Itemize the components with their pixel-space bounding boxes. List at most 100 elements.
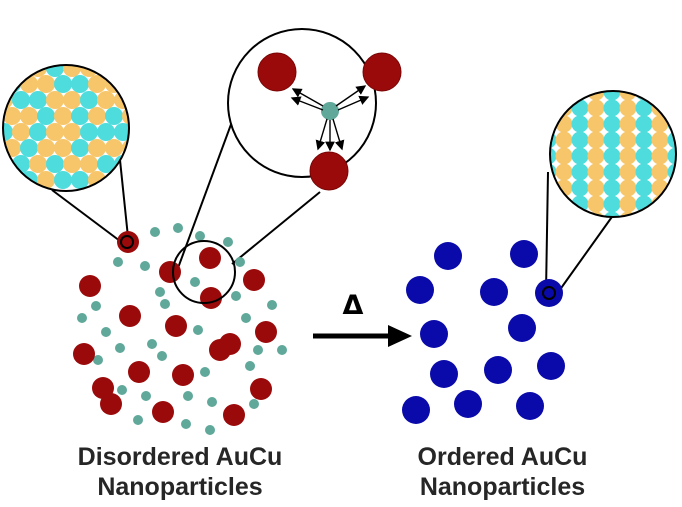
disordered-particle — [199, 247, 221, 269]
gold-atom — [651, 195, 669, 213]
gold-atom — [88, 139, 106, 157]
copper-atom — [667, 147, 676, 165]
gold-atom — [555, 163, 573, 181]
copper-atom — [80, 91, 98, 109]
ordered-particle — [434, 242, 462, 270]
disordered-caption: Disordered AuCu Nanoparticles — [40, 442, 320, 502]
copper-atom — [46, 65, 64, 77]
copper-atom — [667, 115, 676, 133]
copper-atom — [635, 179, 653, 197]
gold-atom — [122, 171, 129, 189]
copper-atom — [603, 131, 621, 149]
small-atom — [195, 231, 205, 241]
copper-atom — [12, 65, 30, 77]
disordered-particle — [119, 305, 141, 327]
gold-atom — [555, 131, 573, 149]
small-atom — [147, 339, 157, 349]
small-atom — [253, 345, 263, 355]
copper-atom — [667, 195, 676, 213]
copper-atom — [603, 147, 621, 165]
disordered-particle — [243, 269, 265, 291]
small-atom — [141, 391, 151, 401]
ordered-lattice-inset — [549, 90, 677, 218]
gold-atom — [37, 139, 55, 157]
small-atom — [231, 291, 241, 301]
gold-atom — [619, 147, 637, 165]
copper-atom — [667, 91, 676, 101]
ordered-particle — [484, 356, 512, 384]
copper-atom — [97, 123, 115, 141]
copper-atom — [635, 147, 653, 165]
copper-atom — [635, 91, 653, 101]
gold-atom — [114, 65, 129, 77]
small-atom — [93, 355, 103, 365]
gold-atom — [29, 155, 47, 173]
small-atom — [241, 313, 251, 323]
disordered-particle — [128, 361, 150, 383]
gold-atom — [619, 179, 637, 197]
copper-atom — [571, 131, 589, 149]
large-particle-bottom — [309, 151, 349, 191]
copper-atom — [71, 171, 89, 189]
copper-atom — [635, 211, 653, 217]
small-atom — [101, 327, 111, 337]
copper-atom — [20, 139, 38, 157]
small-atom — [205, 425, 215, 435]
copper-atom — [635, 131, 653, 149]
gold-atom — [587, 195, 605, 213]
copper-atom — [550, 99, 557, 117]
copper-atom — [667, 131, 676, 149]
gold-atom — [88, 75, 106, 93]
gold-atom — [619, 115, 637, 133]
disordered-particle — [255, 321, 277, 343]
gold-atom — [555, 147, 573, 165]
copper-atom — [12, 91, 30, 109]
copper-atom — [29, 123, 47, 141]
small-atom — [181, 419, 191, 429]
gold-atom — [651, 115, 669, 133]
ordered-caption-line2: Nanoparticles — [419, 473, 586, 501]
small-atom — [200, 367, 210, 377]
small-atom — [193, 325, 203, 335]
gold-atom — [619, 195, 637, 213]
copper-atom — [550, 147, 557, 165]
gold-atom — [37, 171, 55, 189]
zoom-region-marker — [172, 240, 236, 304]
copper-atom — [603, 115, 621, 133]
ordered-caption-line1: Ordered AuCu — [417, 443, 588, 471]
copper-atom — [603, 99, 621, 117]
gold-atom — [63, 65, 81, 77]
gold-atom — [54, 139, 72, 157]
gold-atom — [555, 195, 573, 213]
gold-atom — [37, 75, 55, 93]
small-atom — [207, 397, 217, 407]
ordered-particle — [516, 392, 544, 420]
heat-delta-label: Δ — [342, 290, 364, 321]
copper-atom — [71, 139, 89, 157]
copper-atom — [54, 75, 72, 93]
disordered-lattice-inset — [2, 64, 130, 192]
gold-atom — [587, 147, 605, 165]
diffusion-arrows — [290, 85, 370, 152]
ordered-particle — [508, 314, 536, 342]
copper-atom — [122, 75, 129, 93]
copper-atom — [635, 115, 653, 133]
copper-atom — [635, 163, 653, 181]
disordered-particle — [165, 315, 187, 337]
small-atom-center — [321, 102, 339, 120]
disordered-particle — [209, 339, 231, 361]
copper-atom — [3, 75, 21, 93]
gold-atom — [555, 91, 573, 101]
copper-atom — [3, 123, 13, 141]
gold-atom — [587, 115, 605, 133]
ordered-particle — [406, 276, 434, 304]
gold-atom — [63, 155, 81, 173]
disordered-particle — [79, 275, 101, 297]
large-particle-left — [257, 52, 297, 92]
disordered-particle — [100, 393, 122, 415]
zoom-atom-marker-left — [120, 235, 134, 249]
gold-atom — [3, 65, 13, 77]
disordered-caption-line2: Nanoparticles — [97, 473, 263, 501]
gold-atom — [651, 211, 669, 217]
disordered-particle — [172, 364, 194, 386]
